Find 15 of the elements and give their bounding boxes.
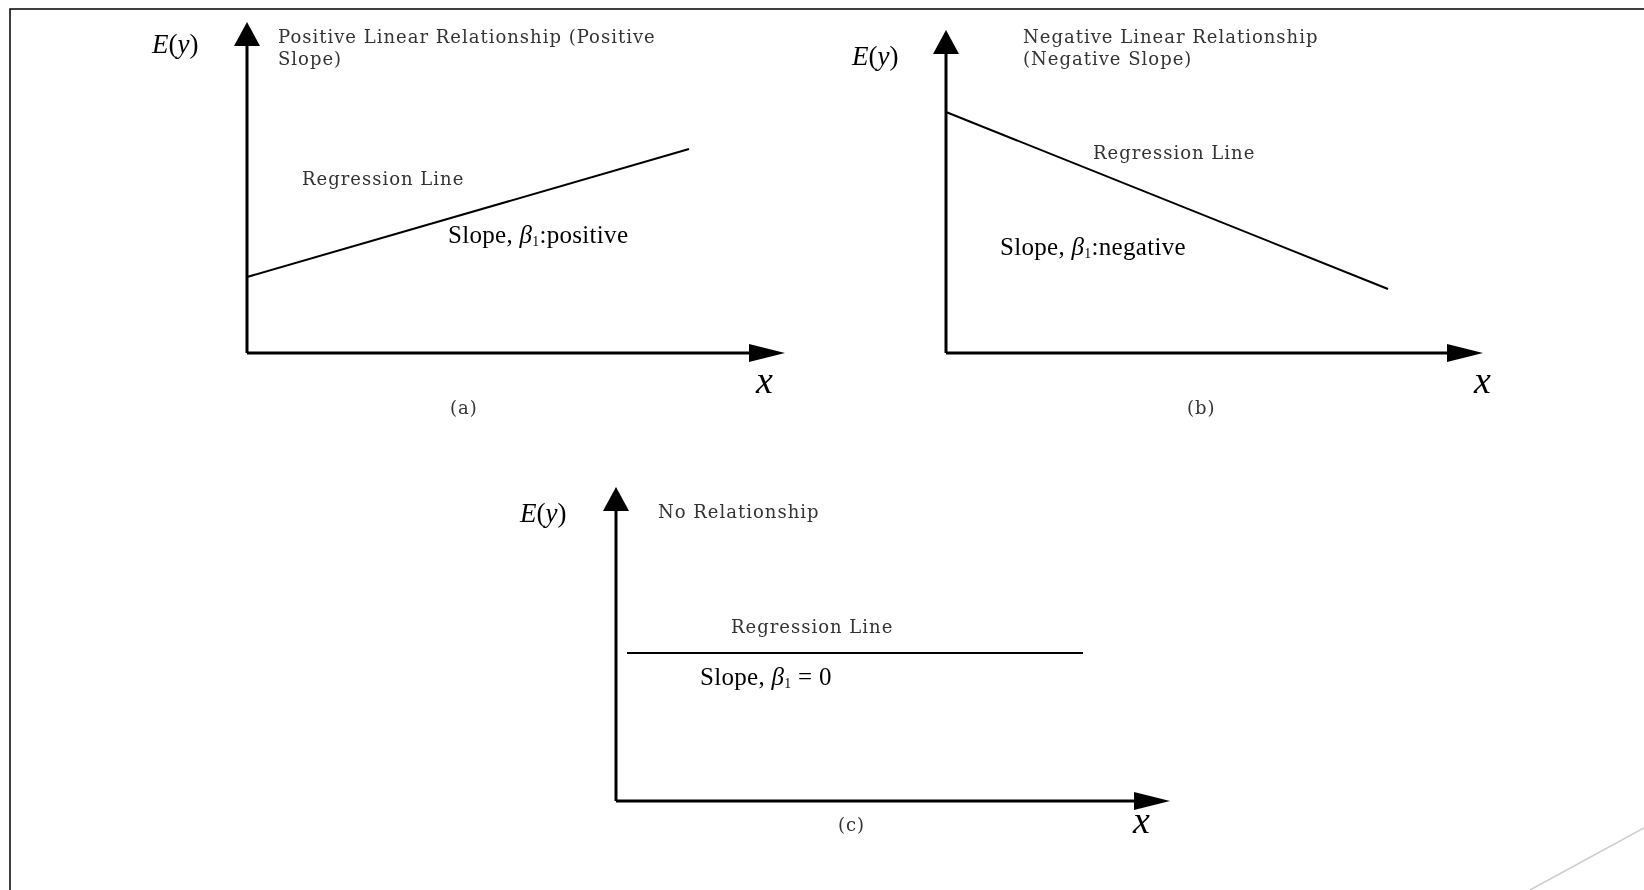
- line-label: Regression Line: [302, 168, 465, 190]
- axis-label: E(y): [852, 40, 899, 73]
- line-label: Regression Line: [731, 616, 894, 638]
- panel-label: (a): [450, 397, 478, 419]
- axis-label: x: [756, 358, 773, 403]
- axis-label: E(y): [152, 28, 199, 61]
- axis-label: x: [1474, 358, 1491, 403]
- chart-title: Negative Linear Relationship (Negative Slope): [1023, 26, 1320, 70]
- axis-label: E(y): [520, 497, 567, 530]
- axis-label: x: [1133, 798, 1150, 843]
- line-label: Regression Line: [1093, 142, 1256, 164]
- panel-label: (c): [838, 814, 866, 836]
- chart-title: Positive Linear Relationship (Positive Slope): [278, 26, 657, 70]
- chart-title: No Relationship: [658, 501, 820, 523]
- panel-label: (b): [1187, 397, 1216, 419]
